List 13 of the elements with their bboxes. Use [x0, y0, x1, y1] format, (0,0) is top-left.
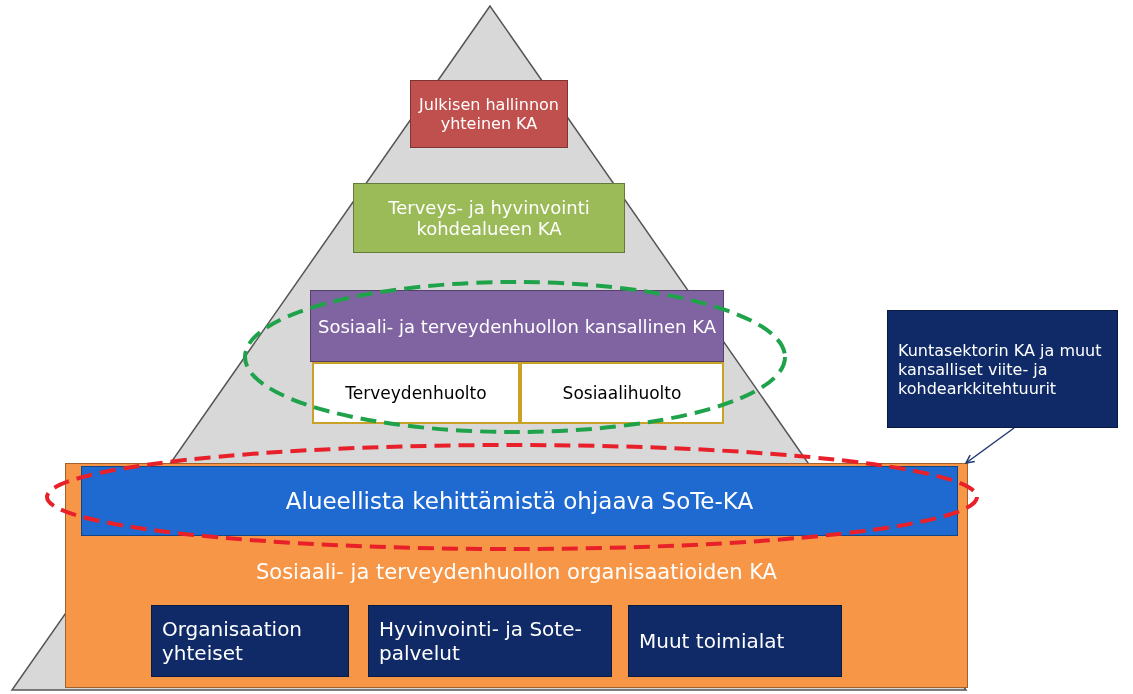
unit-box: Hyvinvointi- ja Sote-palvelut	[368, 605, 612, 677]
callout-box: Kuntasektorin KA ja muut kansalliset viite- ja kohdearkkitehtuurit	[887, 310, 1118, 428]
arrow	[965, 427, 1015, 464]
unit-box: Muut toimialat	[628, 605, 842, 677]
organization-panel	[65, 463, 968, 688]
domain-box: Sosiaalihuolto	[520, 362, 724, 424]
panel-title: Sosiaali- ja terveydenhuollon organisaatioiden KA	[255, 560, 778, 584]
regional-band: Alueellista kehittämistä ohjaava SoTe-KA	[81, 466, 958, 536]
domain-box: Terveydenhuolto	[312, 362, 520, 424]
layer-box: Julkisen hallinnon yhteinen KA	[410, 80, 568, 148]
layer-box: Terveys- ja hyvinvointi kohdealueen KA	[353, 183, 625, 253]
unit-box: Organisaation yhteiset	[151, 605, 349, 677]
layer-box: Sosiaali- ja terveydenhuollon kansallinen KA	[310, 290, 724, 362]
